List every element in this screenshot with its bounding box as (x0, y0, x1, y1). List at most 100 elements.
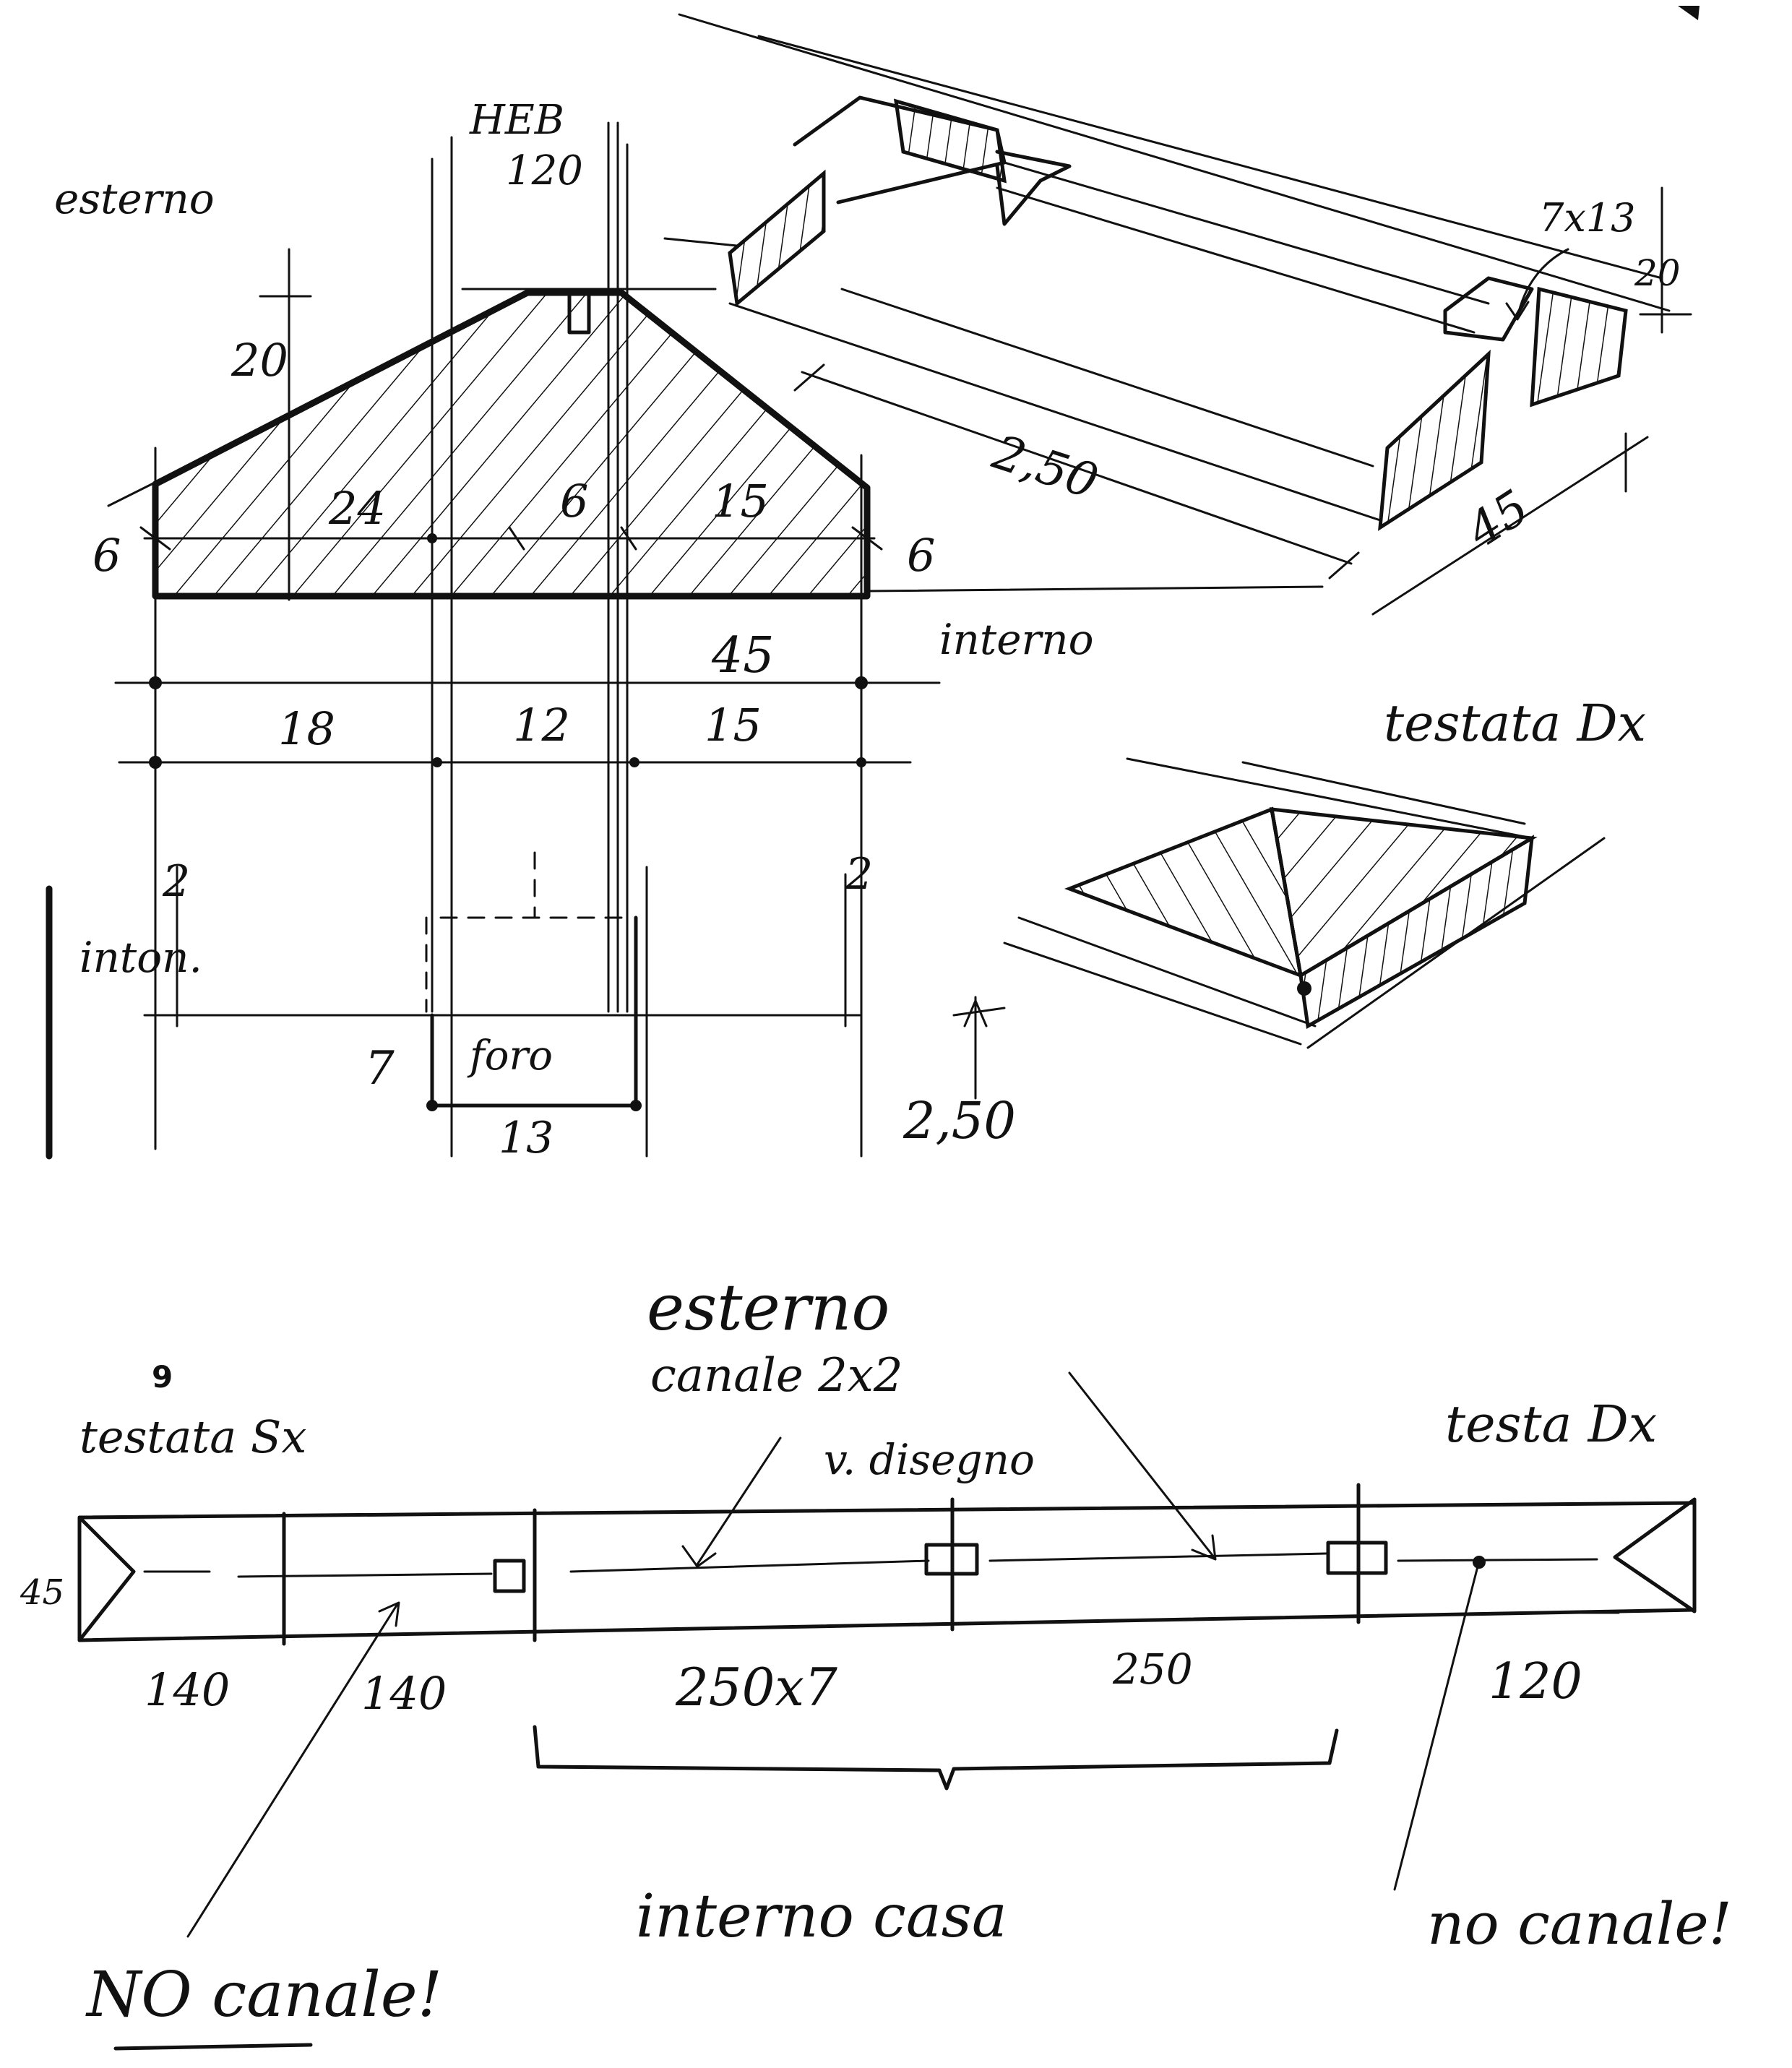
plan-seg-2: 140 (361, 1667, 447, 1720)
foro-outline (430, 915, 638, 1108)
dim-6-right-tick (851, 526, 883, 551)
dim-mid-tick-b (620, 526, 637, 551)
label-interno: interno (939, 615, 1094, 664)
dim-height-top: 20 (231, 334, 288, 387)
beam-right-face-b (1378, 349, 1491, 531)
plan-top-edge (77, 1501, 1697, 1520)
beam-notch-label: 7x13 (1539, 195, 1636, 241)
dim-left-edge: 6 (92, 529, 121, 582)
plan-seg-1: 140 (145, 1663, 230, 1716)
dim-seg-mid: 6 (560, 475, 588, 527)
section-detail: esterno HEB 120 20 6 6 24 6 15 45 intern… (46, 97, 1324, 1163)
dim-inton-left: 2 (162, 856, 190, 907)
label-foro: foro (467, 1033, 553, 1080)
beam-left-face-b (893, 98, 1007, 184)
dim-foro-height: 7 (365, 1042, 395, 1095)
no-canale-underline (113, 2043, 313, 2051)
arrow-no-canale-right (1393, 1565, 1479, 1891)
testata-front-face (1298, 835, 1535, 1029)
plan-label-vedi-disegno: v. disegno (824, 1435, 1035, 1484)
dim-b-dot-4 (856, 757, 866, 767)
beam-left-face-a (728, 169, 826, 307)
dim-6-left-tick (139, 526, 171, 551)
plan-connector-3 (1326, 1541, 1388, 1575)
dim-bottom-mid: 12 (513, 699, 570, 751)
testata-dx: testata Dx (1003, 694, 1646, 1049)
dim-dot (427, 533, 437, 543)
plan-connector-2 (924, 1543, 979, 1576)
foro-dot-b (630, 1100, 642, 1111)
testata-left-face (1064, 806, 1304, 978)
dim-bottom-right: 15 (705, 699, 762, 751)
dim-bottom-left: 18 (278, 702, 335, 755)
dim-45-dot-right (855, 676, 868, 689)
length-arrow-head (963, 999, 988, 1027)
no-canale-dot (1473, 1556, 1486, 1569)
plan-connector-1 (493, 1559, 526, 1593)
beam-edge-top-b (757, 35, 1663, 280)
arrow-no-canale-left (186, 1601, 400, 1938)
plan-label-esterno: esterno (647, 1270, 889, 1345)
plan-channel-d (988, 1552, 1327, 1562)
dim-total-width: 45 (711, 627, 775, 684)
beam-notch-depth: 20 (1634, 252, 1681, 294)
dim-seg-left: 24 (328, 482, 386, 535)
testata-dx-label: testata Dx (1384, 694, 1646, 753)
beam-width-label: 45 (1457, 479, 1538, 559)
beam-edge-bottom (728, 302, 1382, 522)
beam-edge-mid-b (996, 186, 1476, 334)
arrow-esterno-right (1068, 1371, 1217, 1561)
plan-label-canale: canale 2x2 (650, 1349, 903, 1403)
dim-seg-right: 15 (712, 475, 769, 527)
arrow-canale (681, 1436, 782, 1568)
dim-b-dot-3 (629, 757, 639, 767)
testata-ridge (1270, 807, 1303, 978)
beam-left-notch (995, 150, 1072, 226)
testata-dot (1297, 981, 1311, 996)
plan-label-width: 45 (20, 1572, 64, 1613)
beam-dim-length-tick-a (793, 363, 825, 392)
plan-seg-5: 120 (1489, 1653, 1582, 1710)
plan-bottom-edge (77, 1608, 1697, 1642)
plan-right-end (1613, 1497, 1697, 1614)
beam-right-face-a (1530, 286, 1628, 408)
beam-edge-inner (840, 288, 1374, 468)
dim-b-dot-1 (149, 756, 162, 769)
beam-left-top (793, 95, 1007, 204)
label-heb: HEB (469, 97, 564, 144)
plan-label-testata-sx-num: 9 (152, 1359, 173, 1395)
foro-dot-a (426, 1100, 438, 1111)
plan-seg-3: 250x7 (675, 1657, 837, 1718)
label-heb-size: 120 (506, 147, 583, 194)
top-notch (567, 294, 591, 335)
interno-brace (533, 1725, 1339, 1791)
dim-b-dot-2 (432, 757, 442, 767)
plan-channel-b (237, 1572, 493, 1578)
plan-label-no-canale-left: NO canale! (85, 1959, 442, 2031)
section-ext-left (107, 475, 168, 507)
plan-channel-e (1397, 1558, 1598, 1562)
dim-45-dot-left (149, 676, 162, 689)
testata-edge-c (1126, 757, 1533, 840)
plan-label-no-canale-right: no canale! (1427, 1890, 1732, 1957)
beam-edge-mid (1003, 161, 1490, 305)
testata-edge-b (1003, 942, 1302, 1046)
beam-dim-length-tick-b (1328, 551, 1360, 580)
plan-label-testata-sx: testata Sx (79, 1410, 306, 1463)
dim-mid-tick-a (508, 526, 525, 551)
beam-notch-arrow (1505, 248, 1569, 321)
dim-right-edge: 6 (907, 529, 935, 582)
label-intonaco: inton. (79, 933, 202, 982)
plan-view: esterno canale 2x2 v. disegno 9 testata … (20, 1270, 1732, 2051)
label-esterno: esterno (54, 174, 215, 223)
testata-edge-e (1306, 837, 1606, 1049)
testata-edge-d (1241, 761, 1526, 825)
plan-label-testa-dx: testa Dx (1445, 1395, 1657, 1454)
plan-seg-4: 250 (1112, 1645, 1193, 1694)
testata-edge-a (1017, 916, 1317, 1027)
corner-mark (1678, 6, 1700, 20)
beam-dim-length (801, 371, 1353, 565)
plan-left-end (77, 1515, 136, 1642)
base-extension (866, 585, 1324, 593)
